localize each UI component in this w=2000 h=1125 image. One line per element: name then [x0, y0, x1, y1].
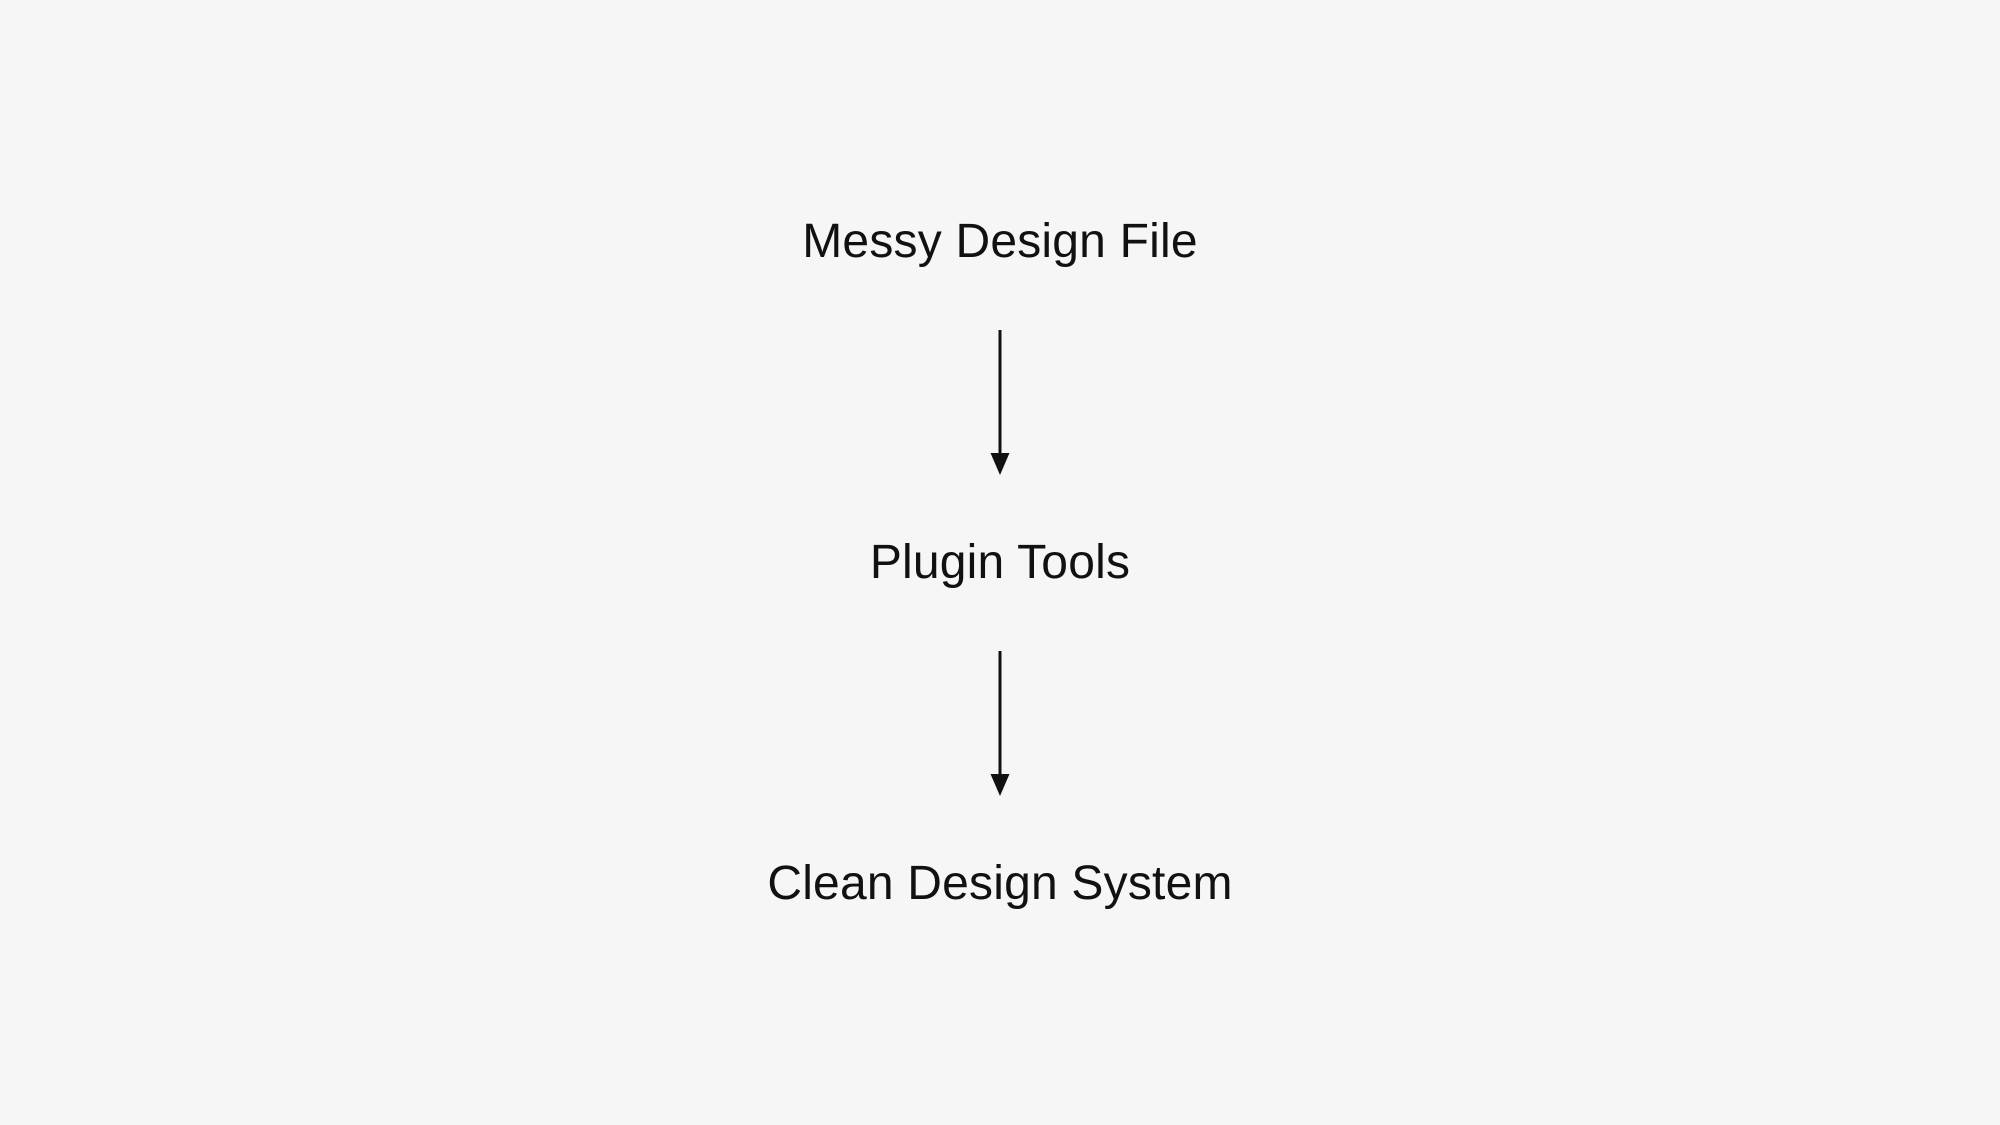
node-messy-design-file: Messy Design File: [802, 214, 1198, 268]
node-clean-design-system: Clean Design System: [767, 856, 1233, 910]
node-plugin-tools: Plugin Tools: [869, 535, 1131, 589]
down-arrow-icon: [990, 650, 1010, 796]
down-arrow-icon: [990, 329, 1010, 475]
